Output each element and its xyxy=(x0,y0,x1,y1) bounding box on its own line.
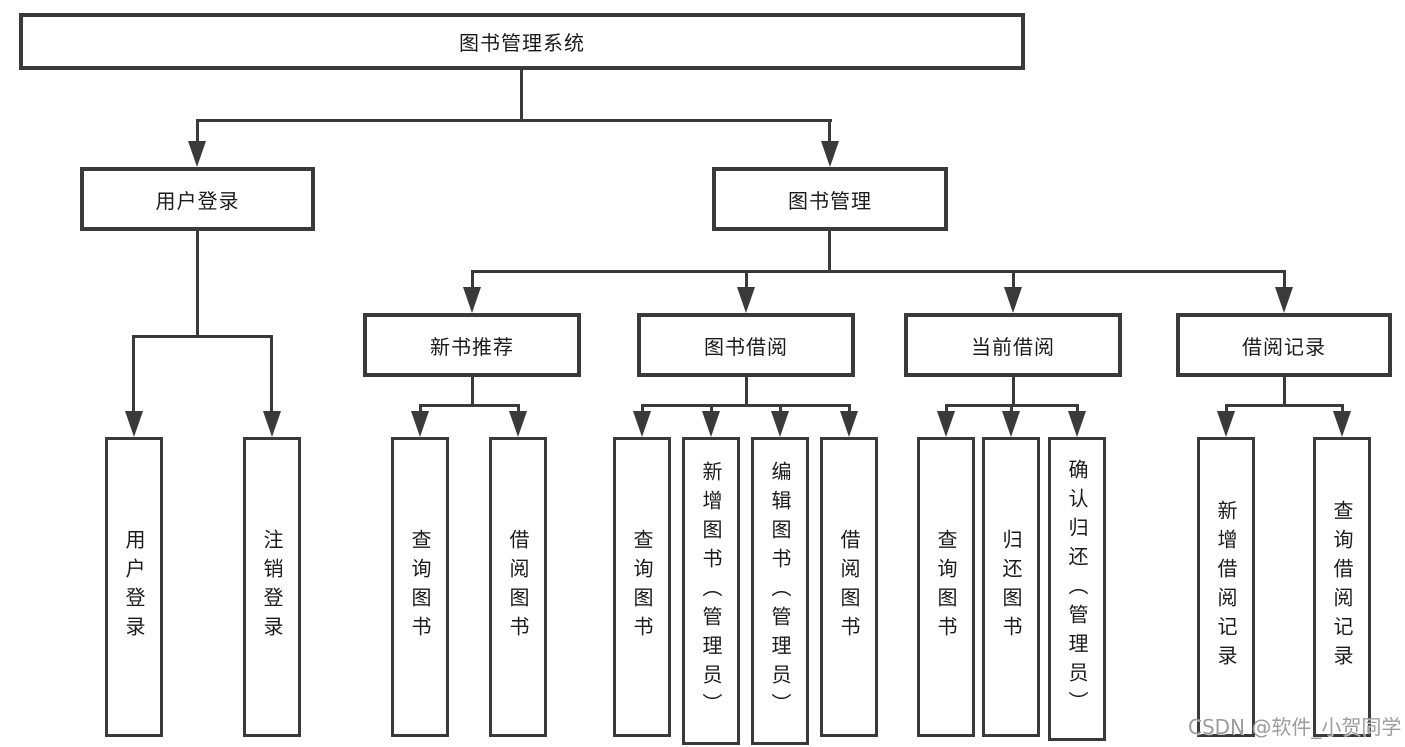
leaf-bb-add-books-admin-label: 新增图书（管理员） xyxy=(699,460,723,722)
leaf-nb-borrow-books: 借阅图书 xyxy=(489,437,547,737)
connector-drop-user-login xyxy=(196,119,199,147)
connector-root-rail xyxy=(196,119,832,122)
node-book-borrow: 图书借阅 xyxy=(637,313,855,377)
arrowhead-rec-add xyxy=(1217,411,1235,437)
leaf-bb-query-books-label: 查询图书 xyxy=(630,529,654,645)
leaf-rec-add-record: 新增借阅记录 xyxy=(1197,437,1255,737)
connector-drop-rec-add xyxy=(1225,404,1228,416)
connector-drop-rec-query xyxy=(1341,404,1344,416)
arrowhead-cb-query xyxy=(937,411,955,437)
leaf-bb-edit-books-admin: 编辑图书（管理员） xyxy=(751,437,809,745)
arrowhead-bb-borrow xyxy=(840,411,858,437)
leaf-rec-add-record-label: 新增借阅记录 xyxy=(1214,500,1238,674)
leaf-bb-add-books-admin: 新增图书（管理员） xyxy=(682,437,740,745)
connector-book-borrow-rail xyxy=(642,404,849,407)
leaf-cb-confirm-return-admin: 确认归还（管理员） xyxy=(1048,437,1106,741)
node-book-mgmt: 图书管理 xyxy=(712,167,948,231)
leaf-rec-query-record-label: 查询借阅记录 xyxy=(1330,500,1354,674)
node-book-mgmt-label: 图书管理 xyxy=(788,188,872,213)
connector-user-stem xyxy=(196,231,199,338)
node-new-books-label: 新书推荐 xyxy=(430,334,514,359)
connector-new-books-stem xyxy=(471,377,474,407)
node-current-borrow: 当前借阅 xyxy=(904,313,1122,377)
connector-drop-borrow-records xyxy=(1283,270,1286,292)
node-borrow-records: 借阅记录 xyxy=(1176,313,1392,377)
connector-drop-login xyxy=(132,335,135,415)
leaf-nb-query-books: 查询图书 xyxy=(391,437,449,737)
node-book-borrow-label: 图书借阅 xyxy=(704,334,788,359)
connector-drop-book-mgmt xyxy=(828,119,831,147)
leaf-bb-query-books: 查询图书 xyxy=(613,437,671,737)
connector-drop-nb-borrow xyxy=(517,404,520,416)
node-borrow-records-label: 借阅记录 xyxy=(1242,334,1326,359)
leaf-cb-confirm-return-admin-label: 确认归还（管理员） xyxy=(1065,458,1089,720)
arrowhead-cb-return xyxy=(1002,411,1020,437)
arrowhead-nb-borrow xyxy=(509,411,527,437)
leaf-cb-query-books: 查询图书 xyxy=(917,437,975,737)
connector-mgmt-rail xyxy=(471,270,1284,273)
arrowhead-bb-edit xyxy=(771,411,789,437)
leaf-rec-query-record: 查询借阅记录 xyxy=(1313,437,1371,737)
connector-drop-nb-query xyxy=(419,404,422,416)
leaf-bb-edit-books-admin-label: 编辑图书（管理员） xyxy=(768,460,792,722)
leaf-bb-borrow-books: 借阅图书 xyxy=(820,437,878,737)
leaf-nb-borrow-books-label: 借阅图书 xyxy=(506,529,530,645)
connector-drop-bb-borrow xyxy=(848,404,851,416)
arrowhead-current-borrow xyxy=(1004,287,1022,313)
arrowhead-logout xyxy=(263,411,281,437)
node-root-label: 图书管理系统 xyxy=(459,31,585,55)
leaf-bb-borrow-books-label: 借阅图书 xyxy=(837,529,861,645)
connector-records-rail xyxy=(1226,404,1342,407)
arrowhead-borrow-records xyxy=(1275,287,1293,313)
connector-drop-new-books xyxy=(471,270,474,292)
arrowhead-new-books xyxy=(463,287,481,313)
connector-user-rail xyxy=(132,335,273,338)
leaf-cb-return-books-label: 归还图书 xyxy=(999,529,1023,645)
connector-drop-current-borrow xyxy=(1012,270,1015,292)
connector-drop-cb-query xyxy=(945,404,948,416)
node-user-login: 用户登录 xyxy=(80,167,315,231)
connector-mgmt-stem xyxy=(828,231,831,273)
connector-drop-book-borrow xyxy=(745,270,748,292)
leaf-nb-query-books-label: 查询图书 xyxy=(408,529,432,645)
connector-root-stem xyxy=(520,70,523,122)
arrowhead-login xyxy=(125,411,143,437)
connector-drop-bb-edit xyxy=(779,404,782,416)
node-current-borrow-label: 当前借阅 xyxy=(971,334,1055,359)
arrowhead-book-mgmt xyxy=(821,141,839,167)
leaf-cb-query-books-label: 查询图书 xyxy=(934,529,958,645)
connector-drop-cb-confirm xyxy=(1076,404,1079,416)
arrowhead-nb-query xyxy=(411,411,429,437)
node-new-books: 新书推荐 xyxy=(363,313,581,377)
connector-drop-bb-add xyxy=(710,404,713,416)
arrowhead-bb-query xyxy=(633,411,651,437)
arrowhead-rec-query xyxy=(1333,411,1351,437)
leaf-user-login: 用户登录 xyxy=(105,437,163,737)
connector-drop-logout xyxy=(270,335,273,415)
connector-drop-bb-query xyxy=(641,404,644,416)
node-user-login-label: 用户登录 xyxy=(155,188,240,213)
csdn-watermark: CSDN @软件_小贺同学 xyxy=(1188,715,1402,739)
arrowhead-bb-add xyxy=(702,411,720,437)
arrowhead-cb-confirm xyxy=(1068,411,1086,437)
node-root-system: 图书管理系统 xyxy=(19,13,1025,70)
arrowhead-user-login xyxy=(188,141,206,167)
arrowhead-book-borrow xyxy=(737,287,755,313)
connector-new-books-rail xyxy=(420,404,518,407)
connector-book-borrow-stem xyxy=(745,377,748,407)
connector-records-stem xyxy=(1283,377,1286,407)
leaf-logout: 注销登录 xyxy=(243,437,301,737)
leaf-user-login-label: 用户登录 xyxy=(122,529,146,645)
leaf-logout-label: 注销登录 xyxy=(260,529,284,645)
leaf-cb-return-books: 归还图书 xyxy=(982,437,1040,737)
connector-current-stem xyxy=(1012,377,1015,407)
connector-drop-cb-return xyxy=(1010,404,1013,416)
